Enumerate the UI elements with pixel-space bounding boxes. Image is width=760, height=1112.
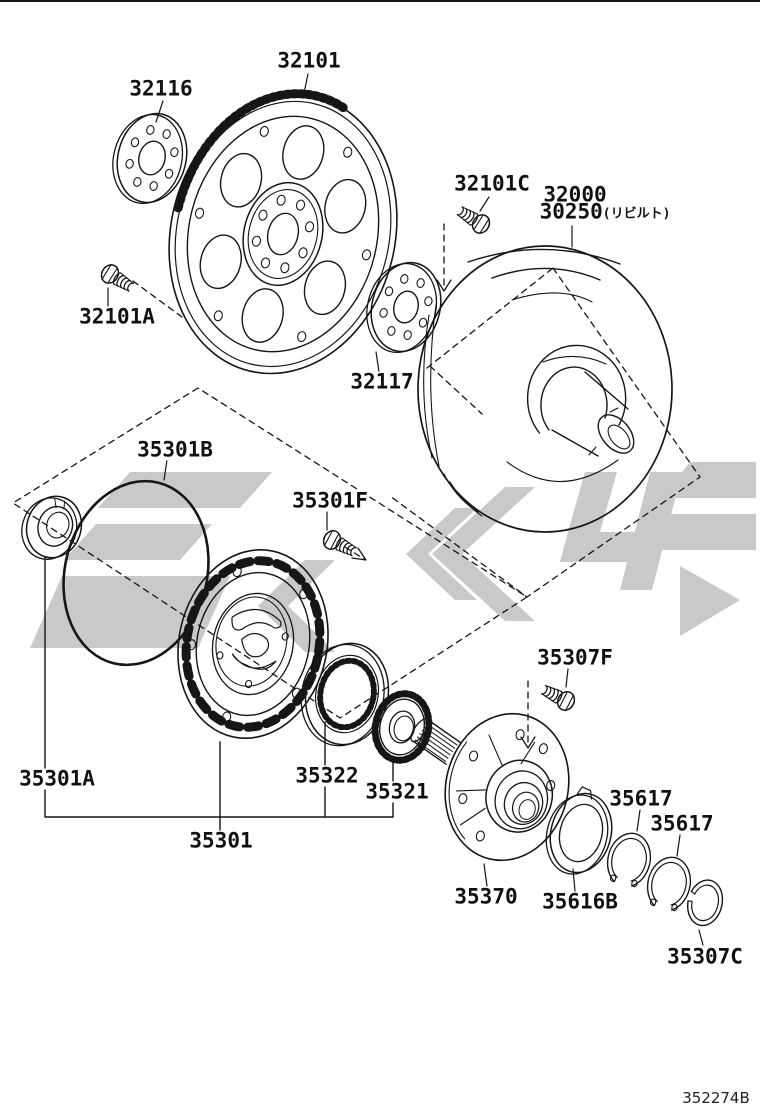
callout-30250-rebuilt-suffix: (リビルト): [602, 206, 671, 222]
watermark-logo: [30, 462, 756, 652]
snap-ring-upper-art: [606, 832, 652, 888]
callout-30250: 30250(リビルト): [538, 199, 672, 224]
callout-35301B: 35301B: [136, 437, 214, 462]
callout-30250-number: 30250: [539, 199, 603, 224]
snap-ring-lower-art: [646, 856, 692, 912]
bolt-35307F: [538, 680, 579, 714]
callout-35617-lower: 35617: [649, 811, 715, 836]
callout-35307F: 35307F: [536, 645, 614, 670]
bolt-32101A: [97, 260, 137, 297]
thrust-race-art: [545, 786, 613, 875]
callout-32116: 32116: [128, 76, 194, 101]
callout-35301F: 35301F: [291, 488, 369, 513]
drive-plate-art: [168, 89, 398, 375]
callout-32101: 32101: [276, 48, 342, 73]
callout-35301A: 35301A: [18, 766, 96, 791]
callout-32000: 32000: [542, 182, 608, 207]
torque-converter-art: [417, 245, 673, 533]
callout-32101A: 32101A: [78, 304, 156, 329]
callout-32101C: 32101C: [453, 171, 531, 196]
callout-35370: 35370: [453, 884, 519, 909]
retainer-ring-art: [686, 879, 724, 927]
front-spacer-art: [112, 112, 188, 205]
callout-35321: 35321: [364, 779, 430, 804]
drawing-number: 352274B: [682, 1089, 750, 1107]
bolt-35301F: [319, 527, 360, 561]
callout-35307C: 35307C: [666, 944, 744, 969]
spline-shaft-art: [410, 717, 462, 765]
bolt-32101C: [454, 201, 494, 238]
callout-35301: 35301: [188, 828, 254, 853]
callout-32117: 32117: [349, 369, 415, 394]
callout-35616B: 35616B: [541, 889, 619, 914]
callout-35617-upper: 35617: [608, 786, 674, 811]
dashed-arrowheads: [351, 279, 536, 749]
oil-seal-art: [21, 495, 83, 560]
callout-35322: 35322: [294, 763, 360, 788]
